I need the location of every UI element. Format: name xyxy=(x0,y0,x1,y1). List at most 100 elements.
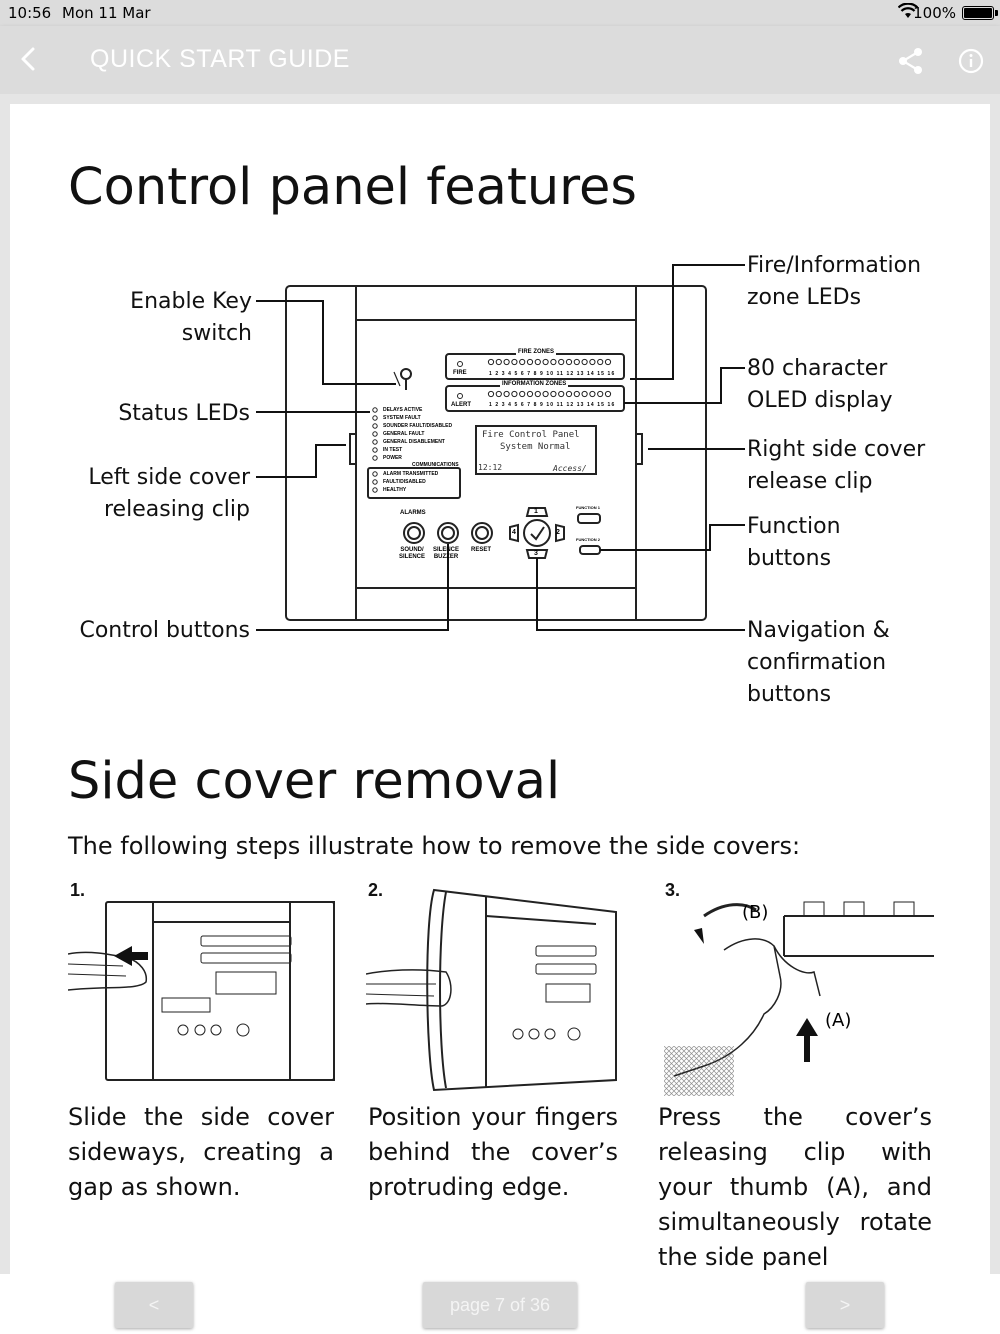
panel-comms-item-2: HEALTHY xyxy=(383,487,407,493)
info-zone-led xyxy=(495,390,502,398)
panel-text-layer: FIRE ZONES INFORMATION ZONES FIRE ALERT … xyxy=(10,104,990,724)
info-zone-led xyxy=(581,390,588,398)
panel-status-item-3: GENERAL FAULT xyxy=(383,431,425,437)
nav-key-3: 3 xyxy=(534,550,538,557)
fire-zone-led xyxy=(511,358,518,366)
nav-key-4: 4 xyxy=(512,529,516,536)
info-zone-led xyxy=(550,390,557,398)
status-led xyxy=(372,455,378,461)
callout-zone-leds: Fire/Information zone LEDs xyxy=(747,253,922,310)
wifi-icon xyxy=(897,2,919,23)
battery-tip xyxy=(995,10,998,16)
panel-status-item-6: POWER xyxy=(383,455,402,461)
step-2-illustration xyxy=(366,888,617,1092)
back-button[interactable] xyxy=(14,44,44,74)
panel-reset-label: RESET xyxy=(471,547,492,553)
status-led xyxy=(372,407,378,413)
fire-zone-led xyxy=(558,358,565,366)
document-viewer[interactable]: Control panel features Enable Key switch… xyxy=(0,94,1000,1274)
panel-display-time: 12:12 xyxy=(478,463,503,472)
status-led xyxy=(372,447,378,453)
battery-icon xyxy=(962,6,994,20)
status-bar: 10:56 Mon 11 Mar 100% xyxy=(0,0,1000,26)
info-zone-led xyxy=(487,390,495,398)
info-zone-led xyxy=(573,390,580,398)
info-zone-led xyxy=(503,390,510,398)
panel-display-line2: System Normal xyxy=(500,442,571,452)
nav-key-1: 1 xyxy=(534,508,538,515)
info-zone-led xyxy=(597,390,604,398)
panel-status-item-5: IN TEST xyxy=(383,447,403,453)
page-indicator-button[interactable]: page 7 of 36 xyxy=(423,1282,577,1328)
panel-alert-label: ALERT xyxy=(451,402,471,408)
document-page: Control panel features Enable Key switch… xyxy=(10,104,990,1274)
comms-led xyxy=(372,479,378,485)
fire-zone-led xyxy=(589,358,596,366)
previous-page-button[interactable]: < xyxy=(115,1282,193,1328)
nav-key-2: 2 xyxy=(556,529,560,536)
section-title-side-cover: Side cover removal xyxy=(68,752,561,811)
panel-status-item-2: SOUNDER FAULT/DISABLED xyxy=(383,423,453,429)
battery-percentage: 100% xyxy=(913,4,956,22)
panel-display-access: Access/ xyxy=(553,464,587,473)
step-1-text: Slide the side cover sideways, creating … xyxy=(68,1103,334,1201)
panel-fire-zone-numbers: 1 2 3 4 5 6 7 8 9 10 11 12 13 14 15 16 xyxy=(489,371,616,377)
fire-zone-led xyxy=(495,358,502,366)
step-3-illustration xyxy=(664,901,934,1096)
panel-status-item-4: GENERAL DISABLEMENT xyxy=(383,439,445,445)
callout-control-buttons: Control buttons xyxy=(79,618,250,643)
panel-function2-label: FUNCTION 2 xyxy=(576,537,600,542)
panel-comms-item-1: FAULT/DISABLED xyxy=(383,479,426,485)
panel-fire-label: FIRE xyxy=(453,370,467,376)
callout-right-clip: Right side cover release clip xyxy=(747,437,926,494)
info-zone-led xyxy=(511,390,518,398)
step-2-text: Position your fingers behind the cover’s… xyxy=(368,1103,618,1201)
panel-function1-label: FUNCTION 1 xyxy=(576,505,600,510)
info-zone-led xyxy=(604,390,612,398)
callout-function-buttons: Function buttons xyxy=(747,514,841,571)
info-zone-led xyxy=(589,390,596,398)
status-led xyxy=(372,415,378,421)
fire-zone-led xyxy=(581,358,588,366)
navigation-bar: QUICK START GUIDE xyxy=(0,26,1000,94)
next-page-button[interactable]: > xyxy=(806,1282,884,1328)
info-zone-led xyxy=(534,390,541,398)
date: Mon 11 Mar xyxy=(62,4,151,22)
control-panel-diagram xyxy=(256,264,745,631)
step-3-label-a: (A) xyxy=(825,1010,852,1031)
panel-comms-title: COMMUNICATIONS xyxy=(412,462,459,468)
panel-status-item-1: SYSTEM FAULT xyxy=(383,415,421,421)
section-intro: The following steps illustrate how to re… xyxy=(68,832,801,860)
clock: 10:56 xyxy=(8,4,52,22)
panel-status-item-0: DELAYS ACTIVE xyxy=(383,407,423,413)
panel-alarms-label: ALARMS xyxy=(400,510,426,516)
panel-sound-silence-label: SOUND/ SILENCE xyxy=(399,547,426,560)
panel-comms-item-0: ALARM TRANSMITTED xyxy=(383,471,439,477)
info-zone-led xyxy=(565,390,573,398)
comms-led xyxy=(372,487,378,493)
info-button[interactable] xyxy=(956,46,986,76)
panel-status-list: DELAYS ACTIVE SYSTEM FAULT SOUNDER FAULT/D… xyxy=(383,406,452,462)
info-zone-led xyxy=(519,390,526,398)
fire-zone-led xyxy=(597,358,604,366)
step-2-number: 2. xyxy=(368,880,384,900)
info-zone-led xyxy=(558,390,565,398)
step-1-number: 1. xyxy=(70,880,86,900)
status-led xyxy=(372,423,378,429)
panel-info-zones-label: INFORMATION ZONES xyxy=(500,381,569,387)
fire-zone-led xyxy=(526,358,534,366)
panel-comms-list: ALARM TRANSMITTED FAULT/DISABLED HEALTHY xyxy=(383,470,438,494)
fire-zone-led xyxy=(519,358,526,366)
fire-zone-led xyxy=(503,358,510,366)
panel-display-line1: Fire Control Panel xyxy=(482,430,580,440)
panel-info-zone-numbers: 1 2 3 4 5 6 7 8 9 10 11 12 13 14 15 16 xyxy=(489,402,616,408)
info-icon xyxy=(958,48,984,74)
callout-left-clip: Left side cover releasing clip xyxy=(88,465,250,522)
page-title: QUICK START GUIDE xyxy=(90,45,350,73)
section-title-control-panel: Control panel features xyxy=(68,158,637,217)
share-button[interactable] xyxy=(896,46,926,76)
step-1-illustration xyxy=(68,901,335,1081)
share-icon xyxy=(899,48,922,74)
info-zone-led xyxy=(542,390,549,398)
panel-silence-buzzer-label: SILENCE BUZZER xyxy=(433,547,460,560)
